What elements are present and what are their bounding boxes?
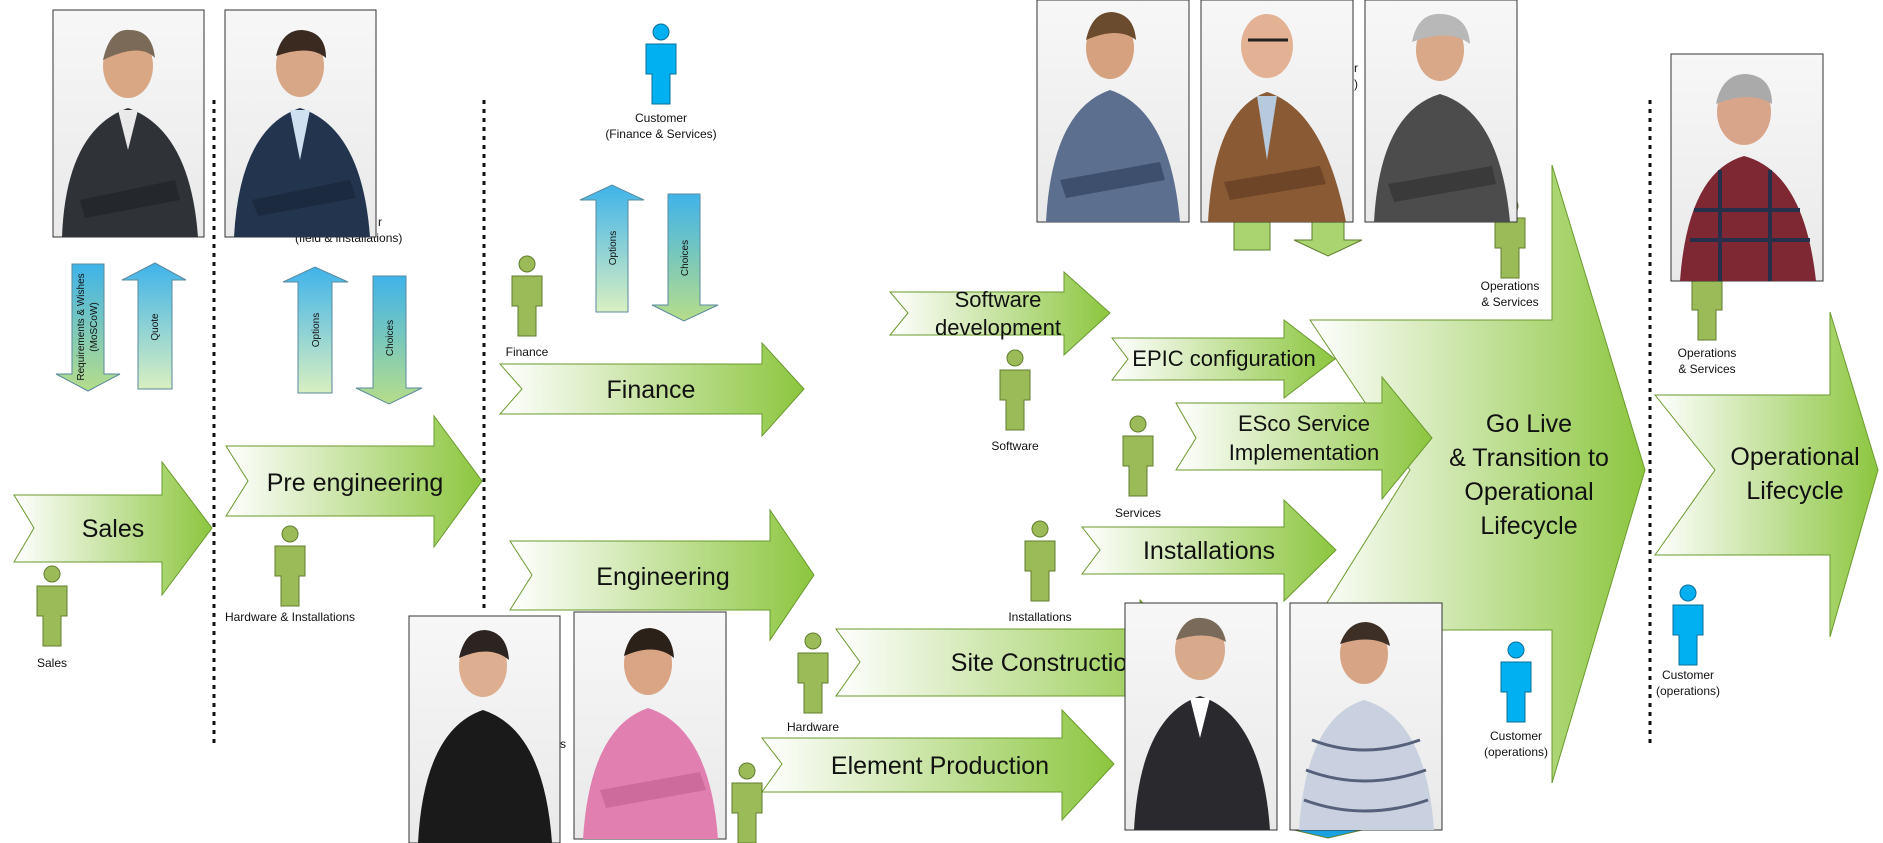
customer-operations-role-sublabel: (operations) (1484, 745, 1548, 759)
site-construction-stage-label: Site Constructio (951, 649, 1127, 677)
esco-service-arrow (1175, 375, 1433, 501)
installations-role-label: Installations (1008, 610, 1071, 624)
software-person-icon (999, 349, 1031, 431)
sales-stage-label: Sales (82, 515, 145, 543)
options-up-arrow (579, 184, 645, 313)
installations-person-icon (1024, 520, 1056, 602)
team-photo (408, 615, 561, 843)
hardware-installations-role-label: Hardware & Installations (225, 610, 355, 624)
customer-finance-role-label: Customer (635, 111, 687, 125)
options-label: Options (311, 313, 322, 347)
element-production-stage-label: Element Production (831, 752, 1049, 780)
sales-arrow (13, 460, 213, 597)
arrow-stub (1233, 217, 1271, 251)
operational-lifecycle-arrow (1653, 311, 1879, 638)
arrow-stub-down (1293, 829, 1363, 839)
operational-lifecycle-label-line2: Lifecycle (1746, 477, 1843, 505)
finance-role-label: Finance (506, 345, 549, 359)
arrow-stub-down (1293, 217, 1363, 257)
operations-role-label: Operations (1678, 346, 1737, 360)
stage-labels: Sales Pre engineering Finance Engineerin… (82, 287, 1860, 780)
element-production-arrow (760, 708, 1115, 822)
finance-stage-label: Finance (607, 376, 696, 404)
software-development-label-line2: development (935, 315, 1061, 340)
hardware-person-icon (274, 525, 306, 607)
role-labels: Sales Hardware & Installations Customer … (37, 111, 1736, 759)
finance-arrow (498, 341, 805, 438)
epic-configuration-arrow (1110, 318, 1336, 400)
customer-operations-role-label: Customer (1490, 729, 1542, 743)
team-photo (1124, 602, 1278, 831)
customer-operations-role-sublabel: (operations) (1656, 684, 1720, 698)
software-role-label: Software (991, 439, 1039, 453)
choices-down-arrow (355, 275, 423, 405)
team-photo (1670, 53, 1824, 282)
team-photo (52, 9, 205, 238)
software-development-arrow (888, 270, 1111, 357)
engineering-arrow (509, 508, 815, 642)
choices-down-arrow (651, 193, 719, 322)
operational-lifecycle-label: Operational (1730, 443, 1859, 471)
requirements-sublabel: (MoSCoW) (89, 302, 100, 351)
requirements-label: Requirements & Wishes (76, 273, 87, 380)
team-photo (1036, 0, 1190, 223)
team-photo (1289, 602, 1443, 831)
choices-label: Choices (680, 240, 691, 276)
operations-role-label: Operations (1481, 279, 1540, 293)
finance-person-icon (511, 255, 543, 337)
sales-role-label: Sales (37, 656, 67, 670)
options-up-arrow (282, 266, 349, 394)
esco-service-label: ESco Service (1238, 411, 1370, 436)
services-person-icon (1122, 415, 1154, 497)
options-label: Options (608, 231, 619, 265)
installations-stage-label: Installations (1143, 537, 1275, 565)
customer-person-icon (1500, 641, 1532, 723)
software-development-label: Software (955, 287, 1042, 312)
dashed-separators (212, 100, 1652, 748)
team-photo (224, 9, 377, 238)
requirements-down-arrow (55, 263, 121, 392)
sales-person-icon (36, 565, 68, 647)
customer-person-icon (1672, 584, 1704, 666)
element-person-icon (731, 762, 763, 843)
team-photos (52, 0, 1824, 843)
go-live-label-line3: Operational (1464, 478, 1593, 506)
hidden-fragment: r (1354, 61, 1358, 75)
installations-arrow (1080, 498, 1337, 603)
quote-label: Quote (150, 313, 161, 341)
quote-up-arrow (121, 262, 187, 390)
go-live-label: Go Live (1486, 410, 1572, 438)
epic-configuration-label: EPIC configuration (1132, 346, 1315, 371)
flow-arrows (55, 184, 719, 405)
hidden-fragment: ) (1354, 77, 1358, 91)
hardware-person-icon (797, 632, 829, 714)
engineering-stage-label: Engineering (596, 563, 729, 591)
customer-finance-role-sublabel: (Finance & Services) (605, 127, 716, 141)
team-photo (1364, 0, 1518, 223)
customer-operations-role-label: Customer (1662, 668, 1714, 682)
pre-engineering-arrow (225, 414, 483, 549)
pre-engineering-stage-label: Pre engineering (267, 469, 444, 497)
hidden-fragment: r (378, 215, 382, 229)
team-photo (573, 611, 727, 840)
go-live-label-line2: & Transition to (1449, 444, 1609, 472)
operations-role-sublabel: & Services (1678, 362, 1735, 376)
hardware-role-label: Hardware (787, 720, 839, 734)
team-photo (1200, 0, 1354, 223)
customer-person-icon (645, 23, 677, 105)
operations-role-sublabel: & Services (1481, 295, 1538, 309)
services-role-label: Services (1115, 506, 1161, 520)
esco-service-label-line2: Implementation (1229, 440, 1379, 465)
go-live-label-line4: Lifecycle (1480, 512, 1577, 540)
hidden-fragment: s (560, 737, 566, 751)
choices-label: Choices (385, 320, 396, 356)
flow-labels: Requirements & Wishes (MoSCoW) Quote Opt… (76, 231, 691, 381)
